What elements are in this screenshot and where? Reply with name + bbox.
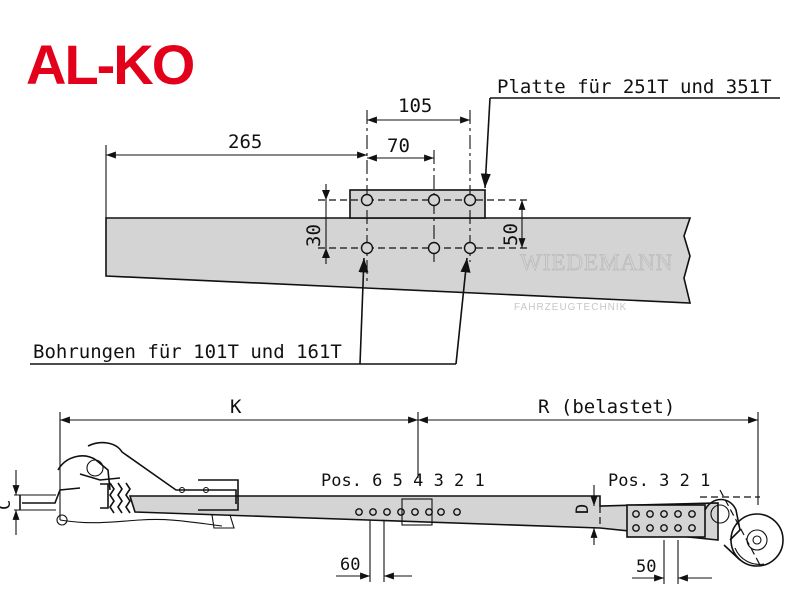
plate-hole (427, 193, 441, 207)
dim-50: 50 (500, 223, 522, 246)
front-hole-positions: 60 Pos. 6 5 4 3 2 1 (321, 471, 485, 582)
logo-text: AL-KO (26, 33, 194, 96)
beam-hole (360, 241, 374, 255)
watermark-sub: FAHRZEUGTECHNIK (514, 302, 627, 313)
beam-hole (463, 241, 477, 255)
dim-60: 60 (340, 555, 360, 575)
watermark-name: WIEDEMANN (520, 250, 673, 275)
dim-50-rear: 50 (636, 557, 656, 577)
plate-label: Platte für 251T und 351T (497, 76, 772, 98)
coupling-head (19, 441, 239, 529)
plate-hole (360, 193, 374, 207)
dim-265: 265 (228, 131, 262, 153)
dim-30: 30 (303, 224, 325, 247)
dim-d: D (573, 504, 593, 514)
alko-logo: AL-KO (26, 33, 196, 96)
dim-c: C (0, 500, 15, 510)
dim-105: 105 (398, 95, 432, 117)
holes-callout-leader-2 (455, 257, 471, 365)
plate-hole (463, 193, 477, 207)
rear-mount-plate (626, 504, 706, 538)
front-mount-plate (401, 498, 433, 526)
pos-front-label: Pos. 6 5 4 3 2 1 (321, 471, 485, 491)
detail-beam (105, 217, 692, 304)
plate-251t-351t (349, 189, 486, 219)
beam-hole (427, 241, 441, 255)
dim-70: 70 (387, 135, 410, 157)
pos-rear-label: Pos. 3 2 1 (608, 471, 710, 491)
wiedemann-watermark: WIEDEMANN FAHRZEUGTECHNIK (514, 250, 673, 313)
rear-hole-positions: 50 Pos. 3 2 1 (608, 471, 712, 584)
detail-view: 265 105 70 30 50 Platte für 251T und 351… (30, 76, 780, 365)
holes-label: Bohrungen für 101T und 161T (33, 341, 342, 363)
dim-k: K (230, 396, 242, 418)
holes-callout-leader-1 (358, 257, 369, 365)
dim-r: R (belastet) (538, 396, 675, 418)
overview-view: K R (belastet) C (0, 396, 784, 584)
plate-callout-leader (480, 97, 491, 189)
jockey-wheel (700, 489, 784, 567)
